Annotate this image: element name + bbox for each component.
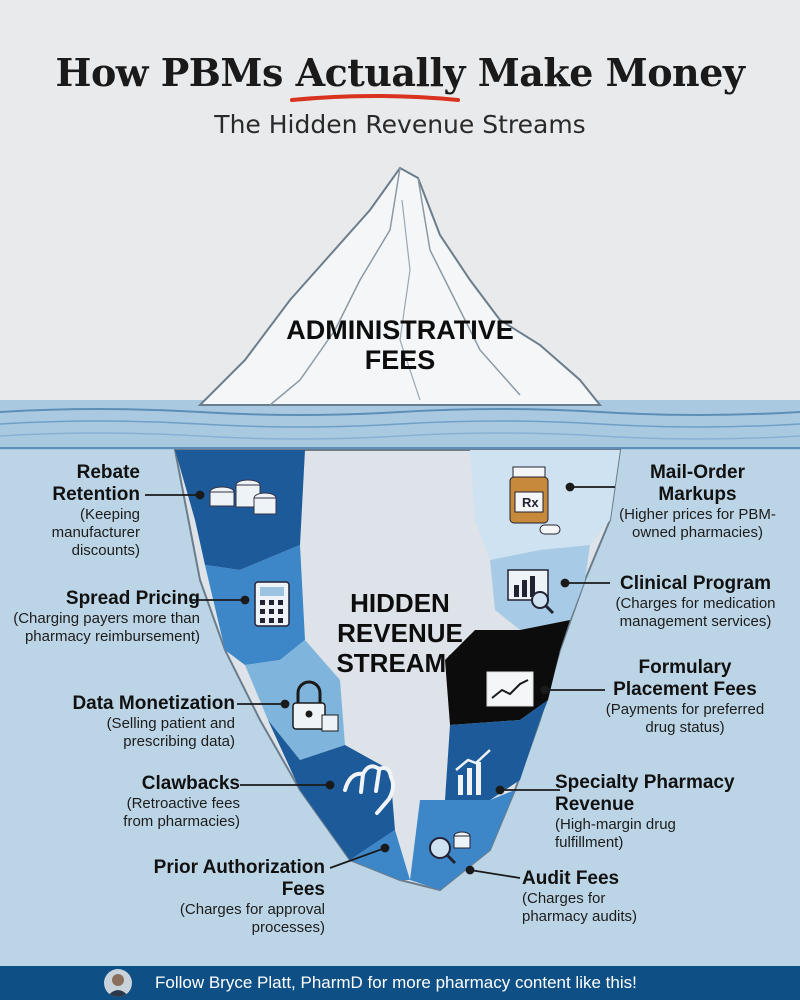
- label-mail-order: Mail-Order Markups (Higher prices for PB…: [619, 462, 776, 541]
- calculator-icon: [254, 581, 290, 627]
- segment-data: [245, 640, 345, 760]
- footer-follow-text[interactable]: Follow Bryce Platt, PharmD for more phar…: [155, 973, 637, 992]
- trend-screen-icon: [486, 671, 534, 707]
- avatar: [104, 969, 132, 997]
- label-specialty: Specialty Pharmacy Revenue (High-margin …: [555, 772, 735, 851]
- title-emphasis: Actually: [295, 50, 466, 95]
- footer-banner: Follow Bryce Platt, PharmD for more phar…: [0, 966, 800, 1000]
- pill-bottle-icon: Rx: [509, 466, 561, 535]
- page-subtitle: The Hidden Revenue Streams: [214, 110, 586, 139]
- padlock-icon: [292, 680, 339, 732]
- label-formulary: Formulary Placement Fees (Payments for p…: [605, 657, 765, 736]
- hidden-streams-label: HIDDEN REVENUE STREAMS: [336, 588, 464, 678]
- segment-rebate: [175, 450, 305, 570]
- tip-label: ADMINISTRATIVE FEES: [286, 315, 514, 375]
- page-title: How PBMs Actually Make Money: [55, 50, 745, 95]
- water-surface: [0, 400, 800, 450]
- connector-lines: [145, 482, 615, 879]
- label-data-monetization: Data Monetization (Selling patient and p…: [72, 693, 235, 750]
- label-clinical-program: Clinical Program (Charges for medication…: [615, 573, 776, 630]
- grabbing-hand-icon: [343, 764, 396, 815]
- bar-chart-icon: [455, 749, 491, 795]
- chart-magnifier-icon: [507, 569, 555, 615]
- title-underline: [290, 94, 460, 102]
- label-audit-fees: Audit Fees (Charges for pharmacy audits): [522, 868, 638, 925]
- magnifier-coins-icon: [429, 831, 471, 865]
- coins-icon: [209, 479, 277, 515]
- iceberg-tip: [197, 166, 603, 406]
- svg-text:Rx: Rx: [522, 495, 539, 510]
- label-spread-pricing: Spread Pricing (Charging payers more tha…: [13, 588, 200, 645]
- segment-clawbacks: [268, 720, 395, 860]
- label-clawbacks: Clawbacks (Retroactive fees from pharmac…: [123, 773, 240, 830]
- label-prior-authorization: Prior Authorization Fees (Charges for ap…: [153, 857, 325, 936]
- label-rebate-retention: Rebate Retention (Keeping manufacturer d…: [51, 462, 140, 559]
- segment-prior-auth: [350, 830, 410, 880]
